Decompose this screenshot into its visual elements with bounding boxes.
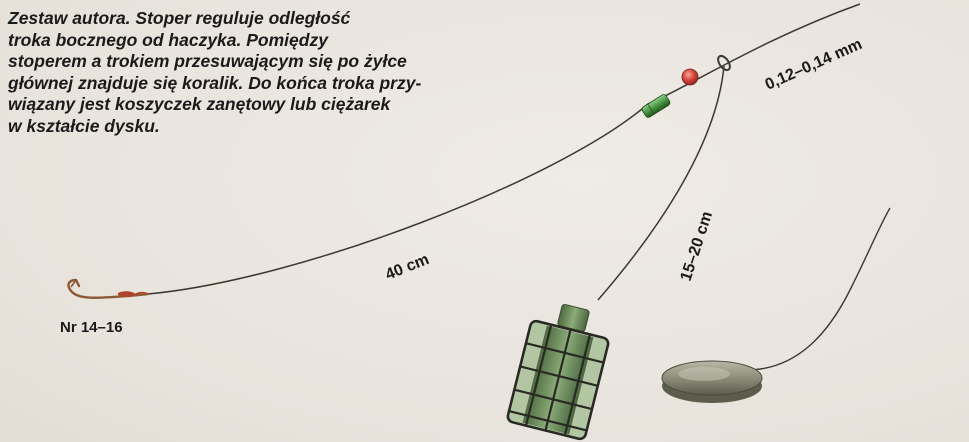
caption-line: w kształcie dysku. — [8, 115, 160, 136]
caption-line: troka bocznego od haczyka. Pomiędzy — [8, 29, 328, 50]
diagram-caption: Zestaw autora. Stoper reguluje odległość… — [8, 8, 528, 137]
bead-icon — [681, 68, 699, 86]
disc-weight-icon — [661, 360, 763, 403]
caption-line: Zestaw autora. Stoper reguluje odległość — [8, 8, 351, 28]
hook-length-label: 40 cm — [383, 251, 431, 284]
disc-weight-line — [749, 207, 891, 371]
caption-line: głównej znajduje się koralik. Do końca t… — [8, 72, 422, 93]
hook-icon — [67, 278, 150, 299]
main-line — [147, 3, 861, 295]
caption-line: stoperem a trokiem przesuwającym się po … — [8, 51, 407, 71]
caption-line: wiązany jest koszyczek zanętowy lub cięż… — [8, 94, 391, 114]
stopper-icon — [641, 94, 671, 118]
main-line-label: 0,12–0,14 mm — [763, 36, 865, 94]
feeder-cage-icon — [506, 303, 610, 441]
swivel-icon — [717, 54, 731, 72]
side-link-label: 15–20 cm — [678, 209, 716, 283]
hook-size-label: Nr 14–16 — [60, 319, 123, 336]
side-link-line — [597, 65, 725, 301]
